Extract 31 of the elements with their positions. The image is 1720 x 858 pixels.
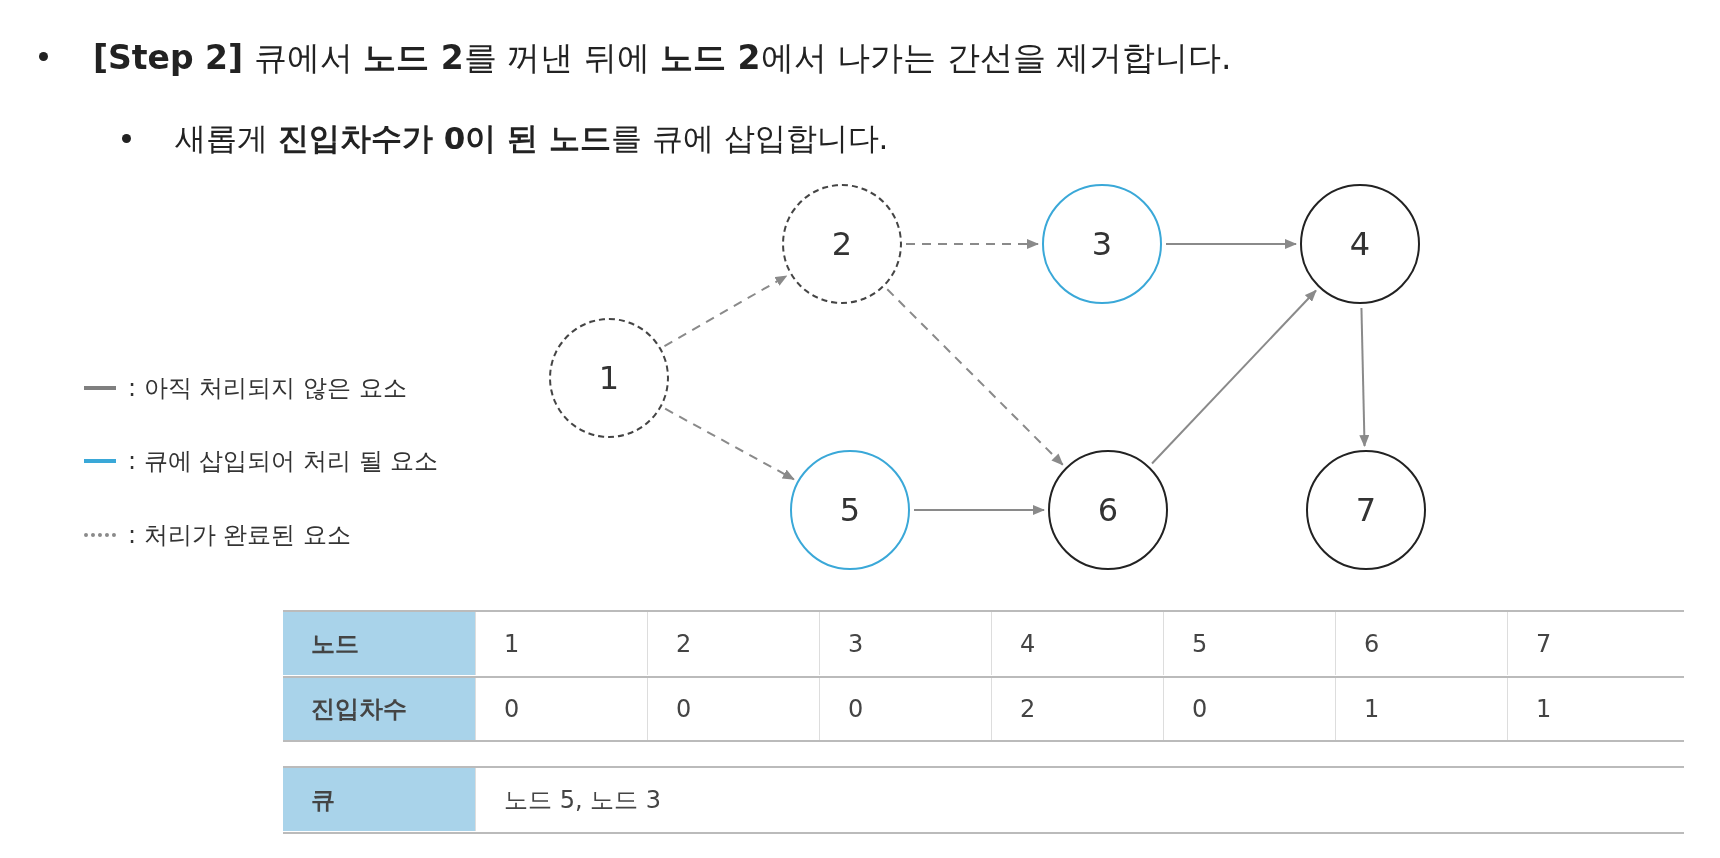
node-circle: 3	[1042, 184, 1162, 304]
node-circle: 2	[782, 184, 902, 304]
arrow	[905, 239, 1039, 249]
table-value: 7	[1507, 612, 1679, 675]
arrow	[663, 274, 788, 348]
arrow	[1165, 239, 1297, 249]
table-value: 노드 5, 노드 3	[475, 768, 1684, 831]
table-value: 3	[819, 612, 991, 675]
legend-text: : 처리가 완료된 요소	[128, 520, 351, 551]
node-circle: 6	[1048, 450, 1168, 570]
arrow	[1151, 289, 1317, 465]
arrow	[913, 505, 1045, 515]
header-cell: 큐	[283, 768, 475, 831]
table-value: 1	[475, 612, 647, 675]
heading-text: 새롭게 진입차수가 0이 된 노드를 큐에 삽입합니다.	[175, 119, 889, 158]
node-circle: 5	[790, 450, 910, 570]
legend-text: : 아직 처리되지 않은 요소	[128, 373, 407, 404]
header-cell: 노드	[283, 612, 475, 675]
heading-text: [Step 2] 큐에서 노드 2를 꺼낸 뒤에 노드 2에서 나가는 간선을 제거합니다.	[93, 37, 1232, 79]
legend-text: : 큐에 삽입되어 처리 될 요소	[128, 446, 439, 477]
header-cell: 진입차수	[283, 677, 475, 740]
table-value: 5	[1163, 612, 1335, 675]
arrow	[1359, 307, 1370, 447]
node-circle: 4	[1300, 184, 1420, 304]
arrow	[664, 407, 795, 481]
arrow	[886, 288, 1064, 466]
table-value: 4	[991, 612, 1163, 675]
table-value: 6	[1335, 612, 1507, 675]
table-value: 2	[647, 612, 819, 675]
node-circle: 1	[549, 318, 669, 438]
node-circle: 7	[1306, 450, 1426, 570]
